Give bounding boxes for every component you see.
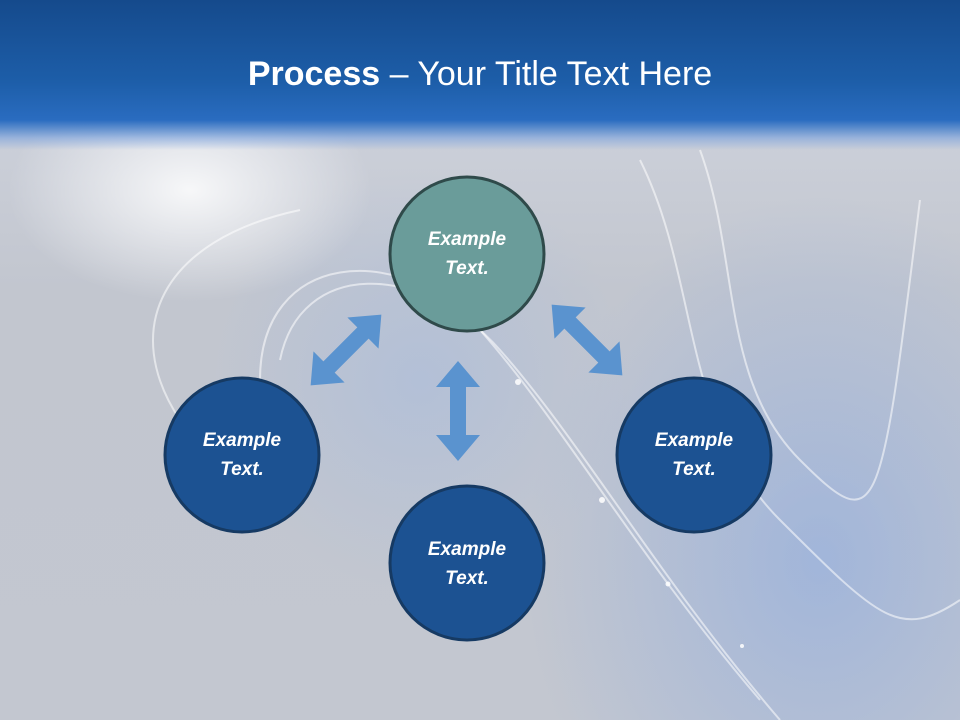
node-right-label: Example Text. [619,426,769,484]
title-bar [0,0,960,150]
node-left-circle [163,376,321,534]
node-left-label: Example Text. [167,426,317,484]
title-rest: Your Title Text Here [417,55,713,93]
title-dash: – [380,55,418,93]
node-right-circle [615,376,773,534]
double-arrow-icon [536,289,638,391]
double-arrow-icon [295,299,397,401]
slide-title: Process – Your Title Text Here [0,52,960,96]
node-top-circle [388,175,546,333]
node-left-line2: Text. [220,459,264,480]
double-arrow-icon [436,361,480,461]
node-bottom-label: Example Text. [392,535,542,593]
title-bold: Process [247,55,381,93]
node-top-label: Example Text. [392,225,542,283]
node-right-line1: Example [654,430,734,451]
node-right-line2: Text. [672,459,716,480]
node-top-line2: Text. [445,258,489,279]
node-left-line1: Example [202,430,282,451]
node-bottom-line2: Text. [445,568,489,589]
node-bottom-line1: Example [427,539,507,560]
node-bottom-circle [388,484,546,642]
node-top-line1: Example [427,229,507,250]
